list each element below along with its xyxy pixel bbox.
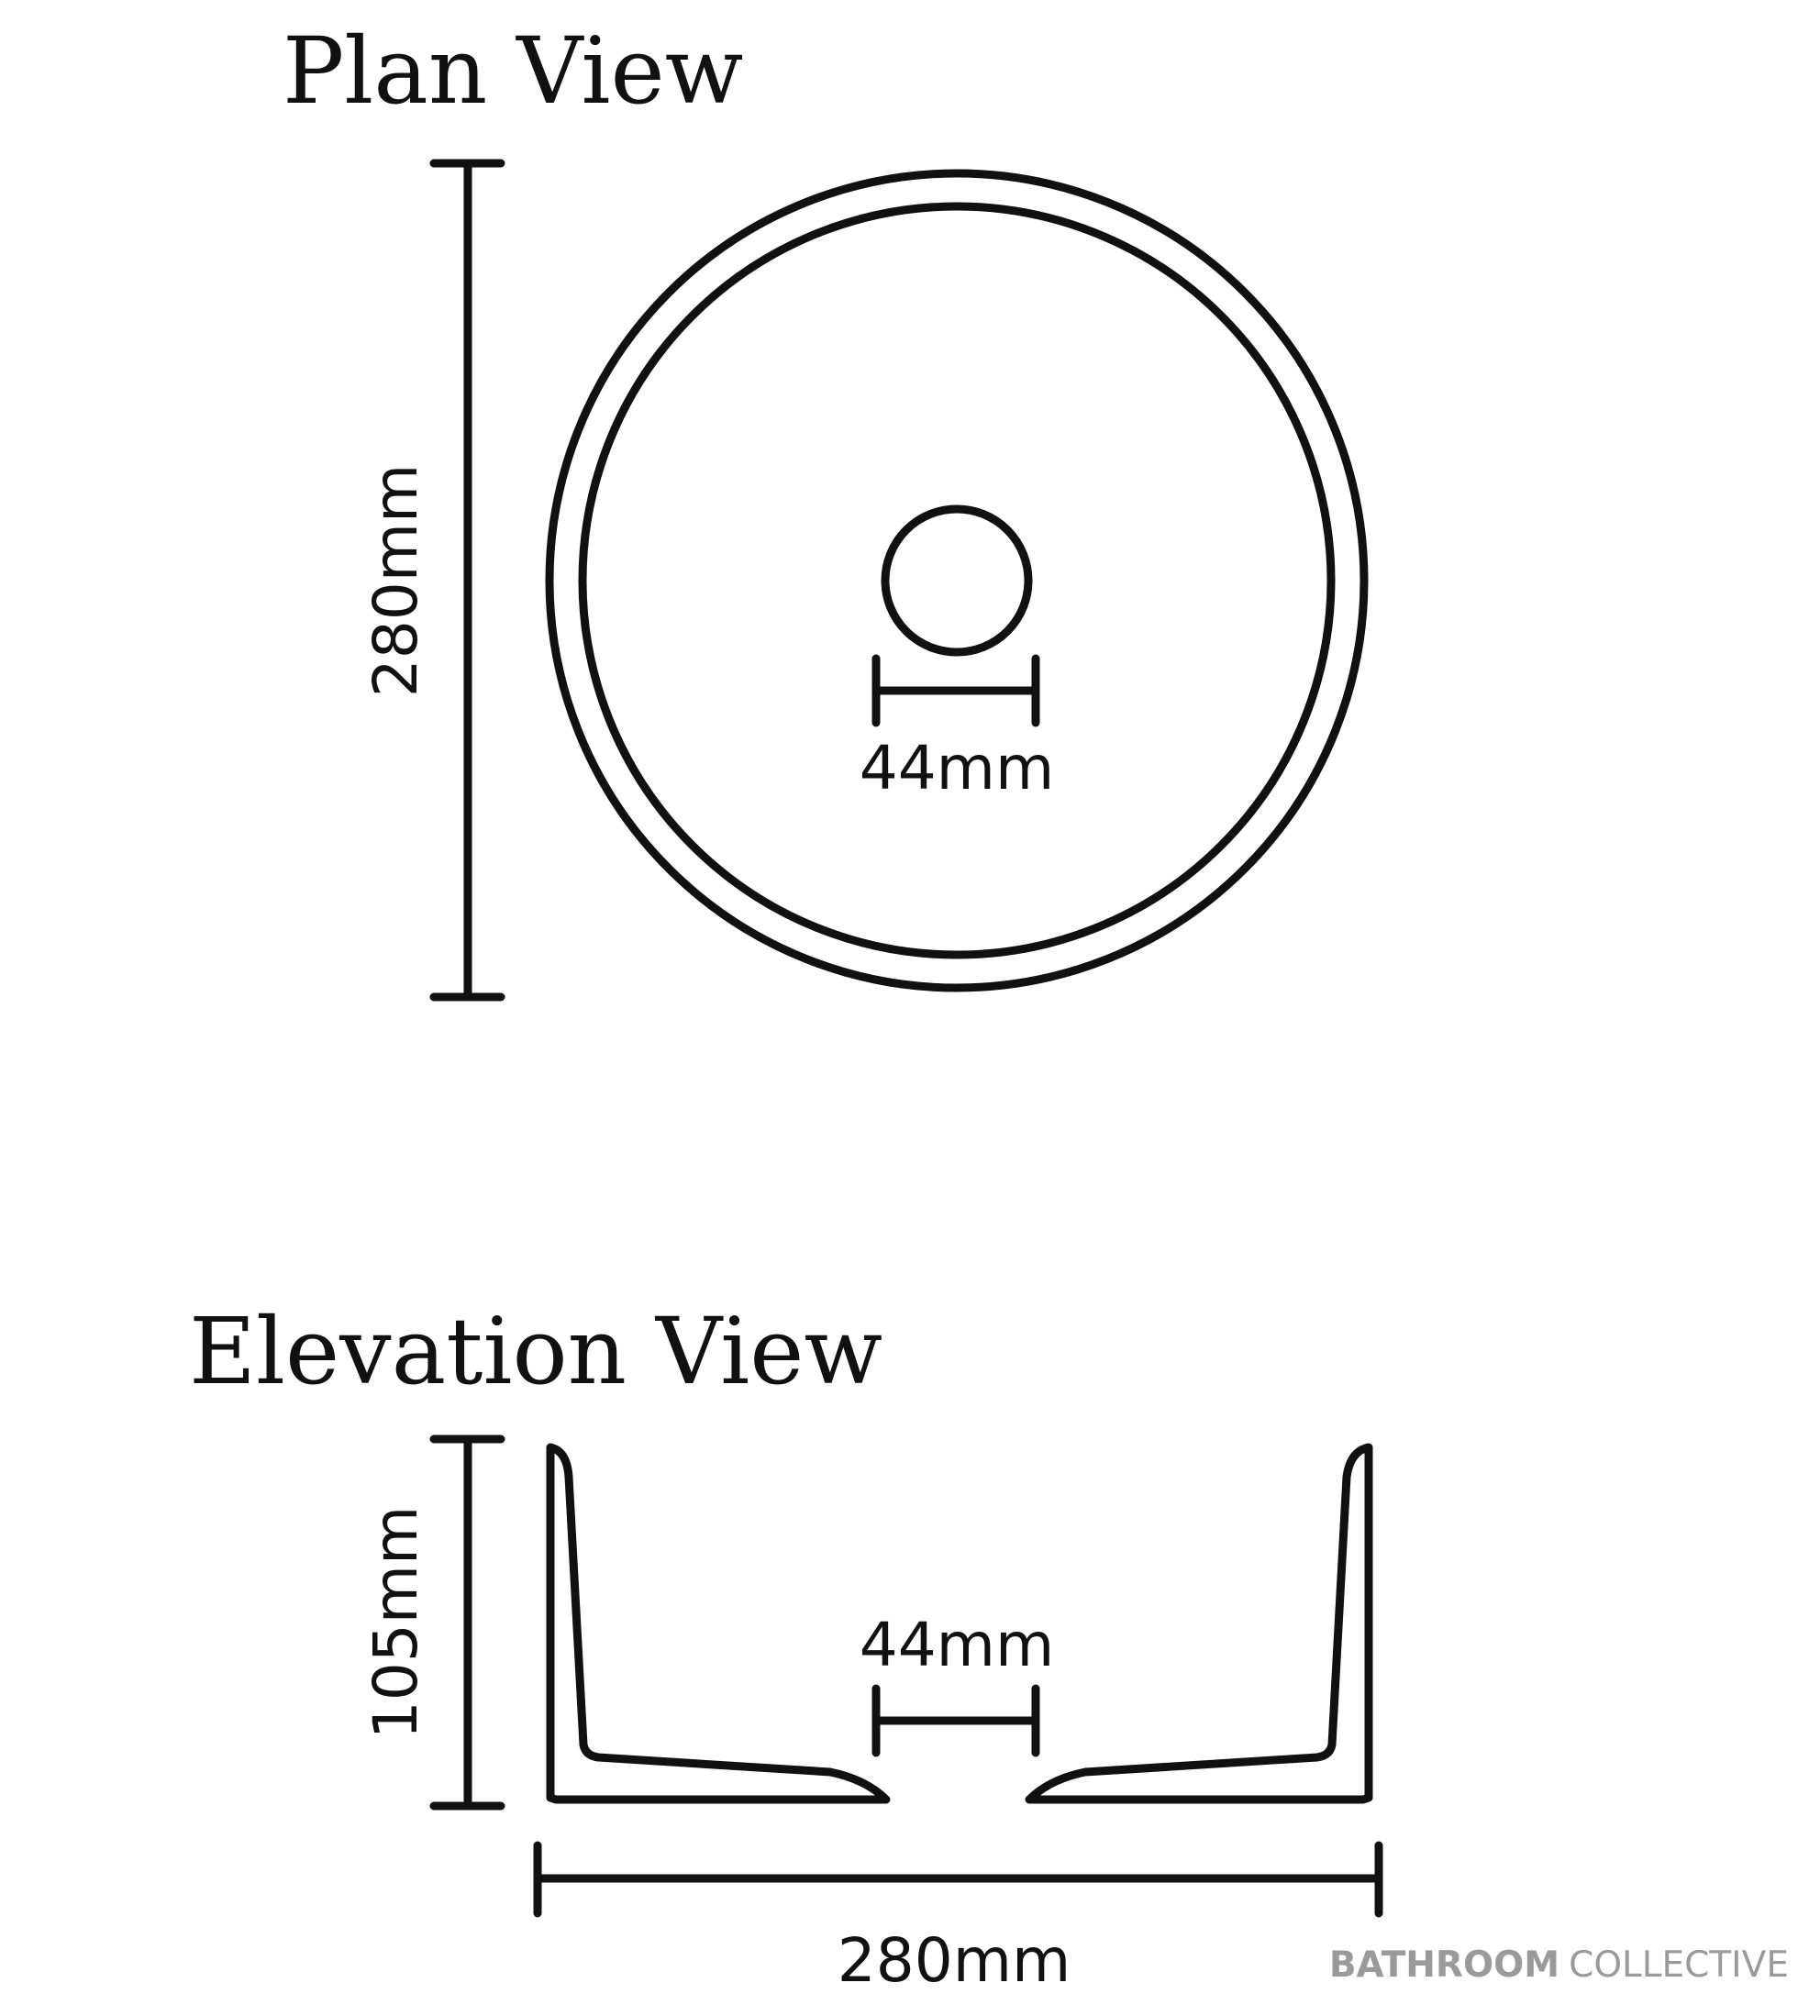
elevation-waste-dimension: 44mm	[860, 1610, 1055, 1757]
elevation-height-label: 105mm	[361, 1506, 431, 1740]
elevation-view-title: Elevation View	[189, 1298, 882, 1405]
basin-outer-rim	[545, 169, 1369, 992]
plan-view-title: Plan View	[283, 17, 743, 125]
elevation-waste-label: 44mm	[860, 1610, 1055, 1680]
brand-bold-text: BATHROOM	[1329, 1944, 1559, 1986]
elevation-width-label: 280mm	[838, 1925, 1071, 1996]
elevation-width-dimension: 280mm	[533, 1841, 1383, 1996]
elevation-height-dimension: 105mm	[361, 1434, 505, 1811]
plan-height-label: 280mm	[361, 464, 431, 698]
basin-section-right	[1025, 1443, 1373, 1804]
elevation-view: Elevation View 105mm 44mm 280mm	[189, 1298, 1383, 1996]
plan-view: Plan View 280mm 44mm	[283, 17, 1369, 1002]
basin-section-left	[546, 1443, 891, 1804]
plan-waste-label: 44mm	[860, 733, 1055, 803]
brand-light-text: COLLECTIVE	[1569, 1944, 1789, 1986]
basin-inner-rim	[578, 202, 1336, 959]
waste-outlet	[881, 504, 1033, 657]
plan-waste-dimension: 44mm	[860, 654, 1055, 803]
plan-height-dimension: 280mm	[361, 159, 505, 1002]
